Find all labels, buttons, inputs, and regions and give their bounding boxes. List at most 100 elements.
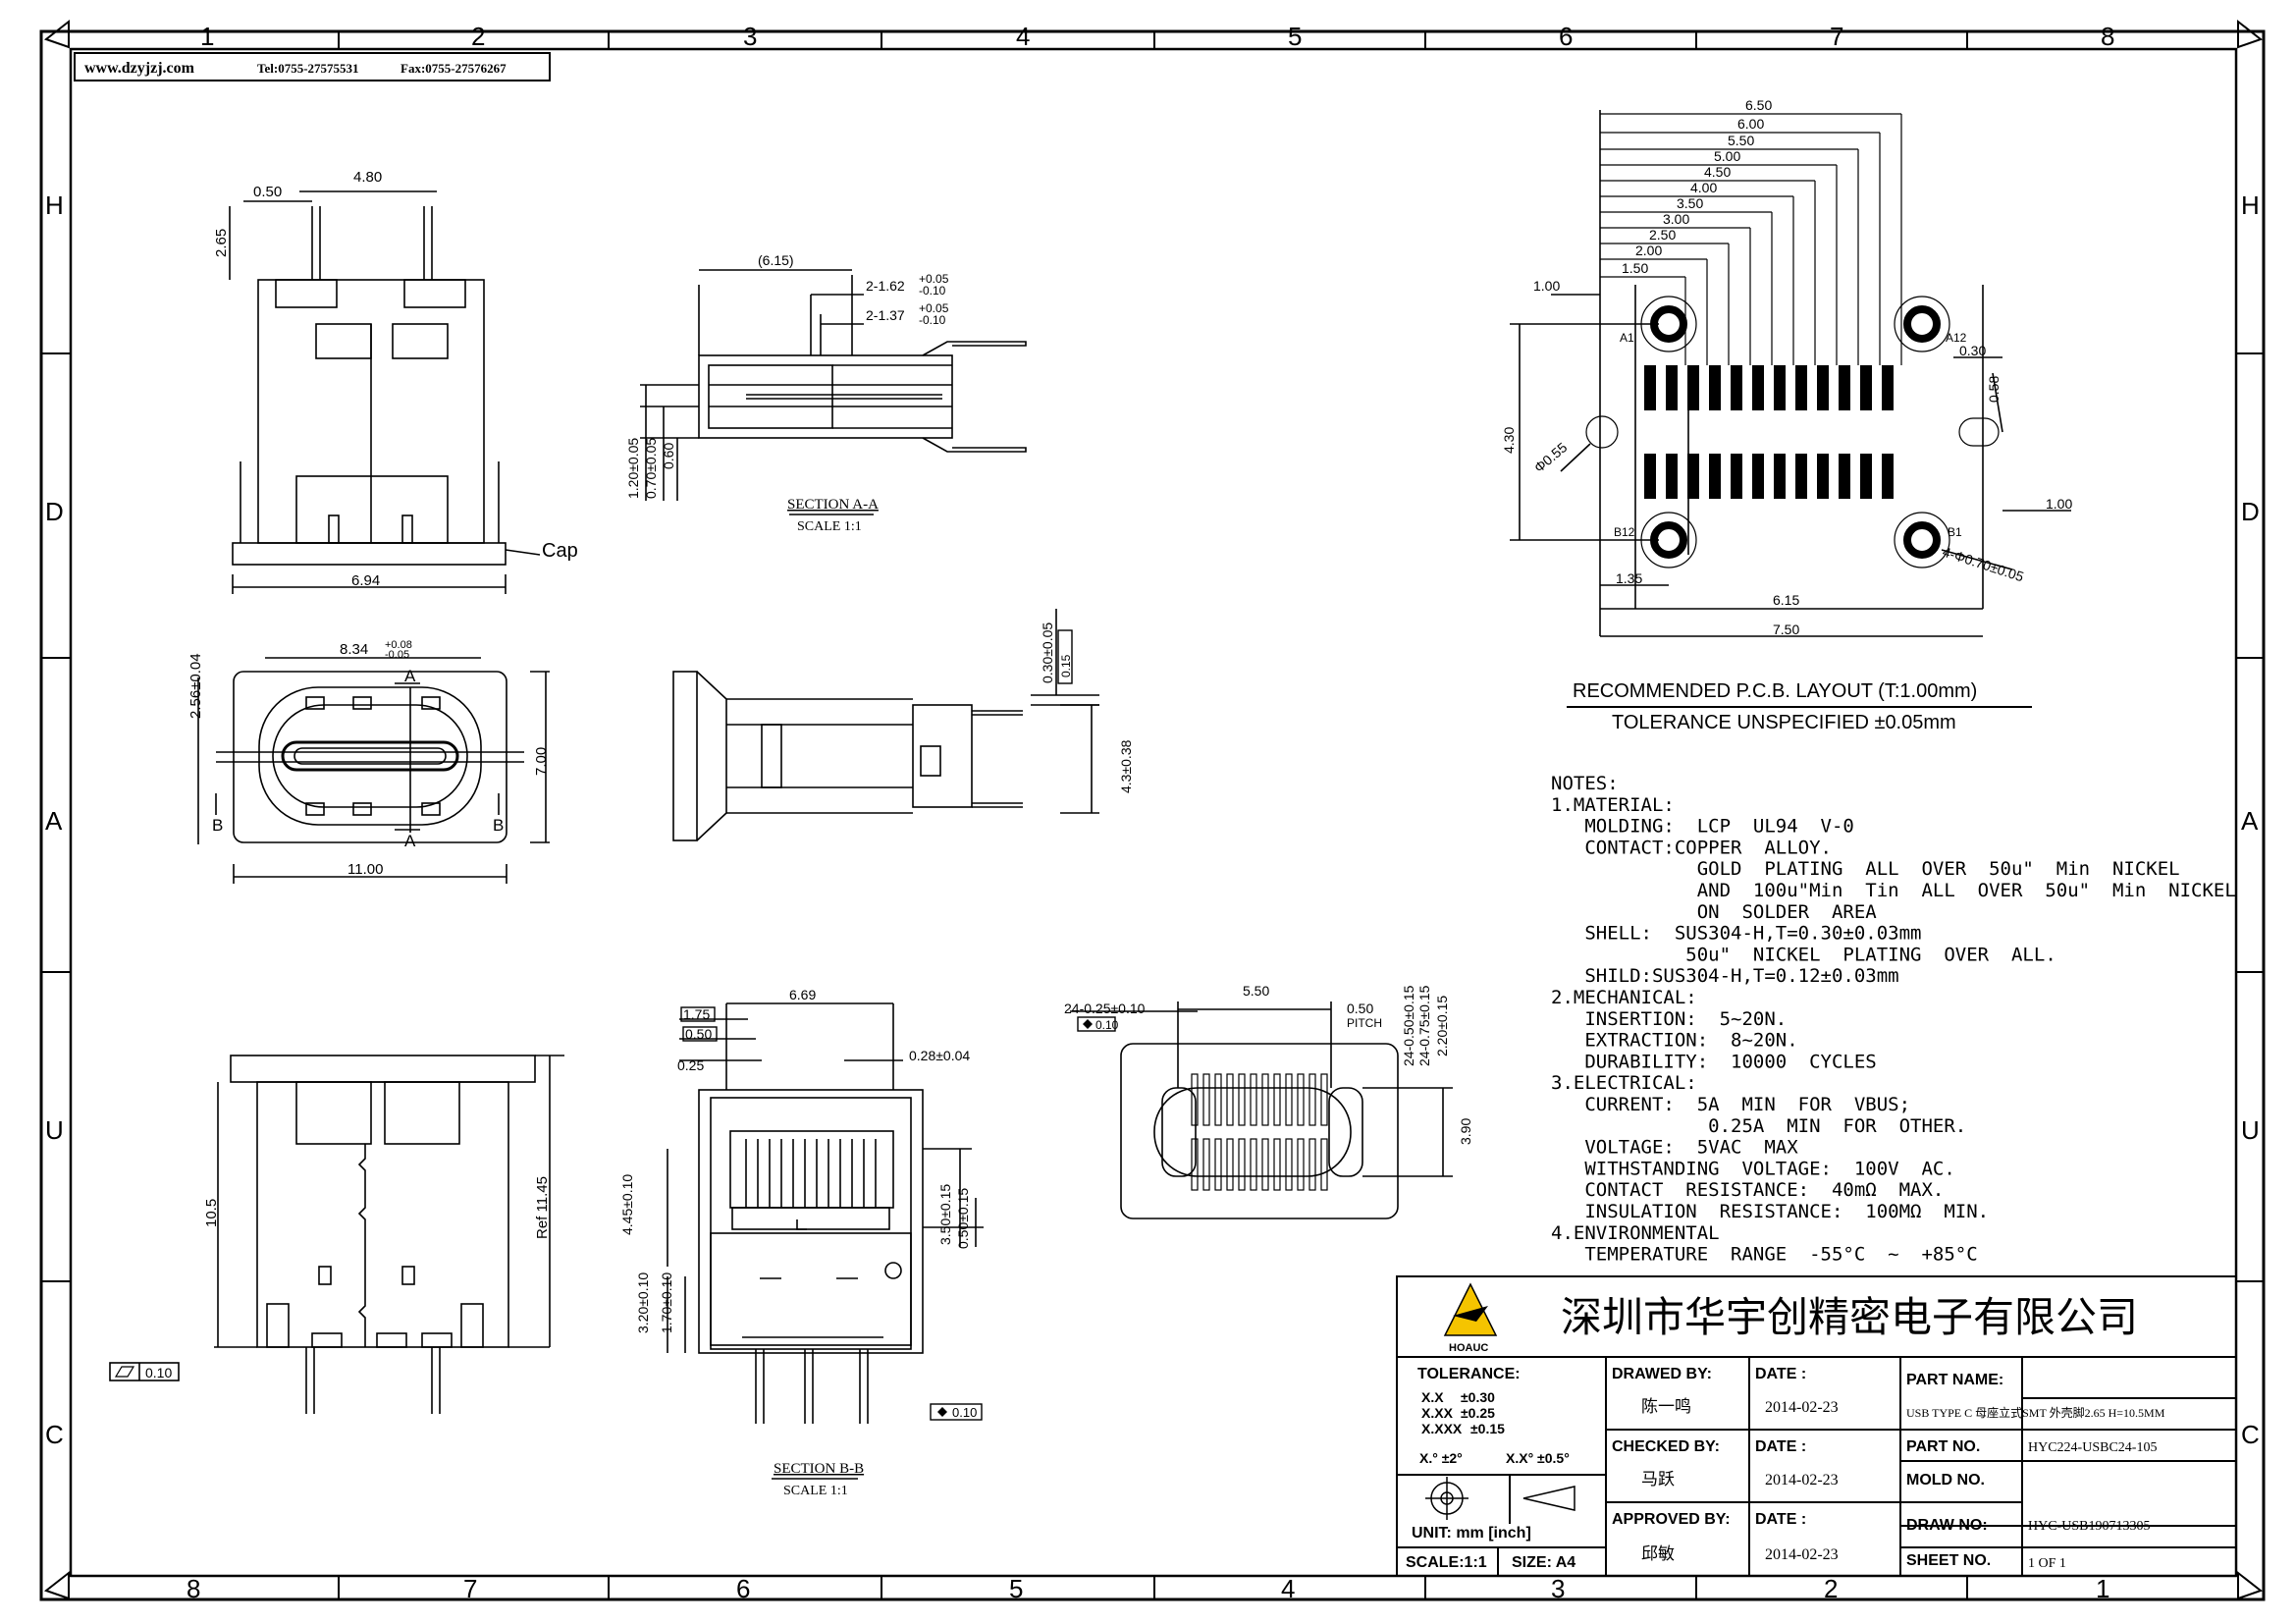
dim-tol: +0.08 [385, 639, 412, 651]
pcb-pad [1752, 365, 1764, 410]
pcb-pad [1709, 454, 1721, 499]
pcb-pads [1644, 365, 1894, 499]
contact-pin [1214, 1138, 1222, 1191]
zone-col-label: 4 [1281, 1574, 1295, 1603]
dim-tol: -0.10 [919, 284, 946, 298]
dim-text: 8.34 [340, 641, 368, 658]
contact-pin [1308, 1073, 1316, 1126]
note-line: EXTRACTION: 8~20N. [1551, 1030, 1798, 1052]
contact-header: www.dzyjzj.com Tel:0755-27575531 Fax:075… [74, 52, 551, 81]
zone-col-label: 2 [1824, 1574, 1838, 1603]
dim-text: 1.70±0.10 [659, 1272, 674, 1333]
dim-text: 1.35 [1616, 570, 1642, 586]
draw-no-label: DRAW NO: [1906, 1517, 1988, 1534]
part-name-value: USB TYPE C 母座立式SMT 外壳脚2.65 H=10.5MM [1906, 1405, 2165, 1420]
dim-text: 0.70±0.05 [643, 438, 659, 499]
dim-text: 2-1.37 [866, 307, 905, 323]
zone-col-label: 6 [1559, 22, 1573, 51]
dim-text: 3.50 [1677, 195, 1703, 211]
pcb-layout-title: RECOMMENDED P.C.B. LAYOUT (T:1.00mm) [1573, 680, 1977, 702]
pin-label: B1 [1948, 525, 1962, 539]
note-line: DURABILITY: 10000 CYCLES [1551, 1051, 1877, 1072]
dim-text: 3.50±0.15 [937, 1184, 953, 1245]
projection-symbol [1425, 1477, 1575, 1520]
dim-text: Φ0.55 [1531, 439, 1571, 475]
contact-pin [1285, 1138, 1293, 1191]
section-mark: B [493, 816, 504, 835]
dim-text: 0.60 [661, 443, 676, 469]
contact-pin [1273, 1138, 1281, 1191]
zone-col-label: 3 [743, 22, 757, 51]
website-text: www.dzyjzj.com [84, 60, 195, 77]
dim-text: 4.30 [1501, 427, 1517, 454]
dim-text: 3.90 [1458, 1118, 1473, 1145]
section-bb-dims: 6.69 1.75 0.50 0.25 0.28±0.04 4.45±0.10 … [619, 987, 983, 1498]
contact-pins [1191, 1073, 1328, 1191]
note-line: 1.MATERIAL: [1551, 794, 1675, 816]
pcb-pad [1666, 454, 1678, 499]
contact-pin [1202, 1073, 1210, 1126]
corner-arrows [43, 19, 2264, 1600]
flatness-value: 0.10 [952, 1405, 977, 1420]
dim-text: 2.56±0.04 [187, 653, 204, 719]
contact-pin [1238, 1138, 1246, 1191]
contact-pin [1214, 1073, 1222, 1126]
dim-text: 1.75 [683, 1006, 710, 1022]
dim-text: 2.20±0.15 [1434, 996, 1450, 1056]
zone-row-label: H [45, 190, 64, 220]
dim-text: 5.50 [1728, 133, 1754, 148]
dim-text: 10.5 [203, 1199, 220, 1227]
pcb-pad [1752, 454, 1764, 499]
pcb-pad [1882, 365, 1894, 410]
zone-row-label: D [2241, 497, 2260, 526]
contact-pin [1202, 1138, 1210, 1191]
pin-label: B12 [1614, 525, 1635, 539]
dim-text: 1.00 [1533, 278, 1560, 294]
zone-row-label: U [2241, 1115, 2260, 1145]
dim-text: 6.00 [1737, 116, 1764, 132]
note-line: INSULATION RESISTANCE: 100MΩ MIN. [1551, 1201, 1989, 1222]
part-info: PART NAME: USB TYPE C 母座立式SMT 外壳脚2.65 H=… [1906, 1372, 2165, 1571]
contact-pin [1297, 1138, 1305, 1191]
contact-pin [1320, 1073, 1328, 1126]
zone-col-label: 1 [2096, 1574, 2109, 1603]
dim-text: 3.20±0.10 [635, 1272, 651, 1333]
pin-label: A12 [1946, 331, 1967, 345]
dim-text: 24-0.50±0.15 [1401, 985, 1416, 1066]
part-name-label: PART NAME: [1906, 1372, 2003, 1388]
contact-pin [1261, 1138, 1269, 1191]
dim-text: 2-1.62 [866, 278, 905, 294]
section-bb-title: SECTION B-B [774, 1461, 864, 1477]
note-line: TEMPERATURE RANGE -55°C ~ +85°C [1551, 1244, 1978, 1266]
dim-text: 2.00 [1635, 243, 1662, 258]
front-view-dims: 0.50 4.80 2.65 6.94 Cap [213, 169, 578, 589]
dim-text: 1.00 [2046, 496, 2072, 512]
note-line: SHELL: SUS304-H,T=0.30±0.03mm [1551, 923, 1922, 945]
notes-block: NOTES:1.MATERIAL: MOLDING: LCP UL94 V-0 … [1551, 773, 2236, 1266]
scale-label: SCALE:1:1 [1406, 1554, 1487, 1571]
dim-text: 0.10 [1095, 1018, 1119, 1032]
pcb-pad [1839, 365, 1850, 410]
note-line: VOLTAGE: 5VAC MAX [1551, 1137, 1798, 1159]
zone-row-label: C [2241, 1420, 2260, 1449]
zone-col-label: 5 [1288, 22, 1302, 51]
dim-tol: +0.05 [919, 301, 949, 315]
pitch-label: PITCH [1347, 1016, 1382, 1030]
zone-col-label: 5 [1009, 1574, 1023, 1603]
rear-view [214, 1055, 564, 1414]
flatness-value: 0.10 [145, 1365, 172, 1380]
dim-text: 0.15 [1059, 654, 1073, 677]
dim-text: 0.50±0.15 [955, 1188, 971, 1249]
top-view-dims: 8.34 +0.08 -0.05 2.56±0.04 7.00 11.00 A … [187, 639, 550, 878]
note-line: 50u" NICKEL PLATING OVER ALL. [1551, 944, 2056, 965]
contact-pin [1191, 1138, 1199, 1191]
dim-text: 0.50 [1347, 1001, 1373, 1016]
contact-pin [1320, 1138, 1328, 1191]
pcb-pad [1666, 365, 1678, 410]
pcb-pad [1795, 454, 1807, 499]
contact-pin [1238, 1073, 1246, 1126]
date-label: DATE : [1755, 1438, 1806, 1455]
pcb-pad [1774, 365, 1786, 410]
dim-text: Ref 11.45 [534, 1176, 551, 1239]
dim-text: 7.00 [533, 747, 550, 776]
